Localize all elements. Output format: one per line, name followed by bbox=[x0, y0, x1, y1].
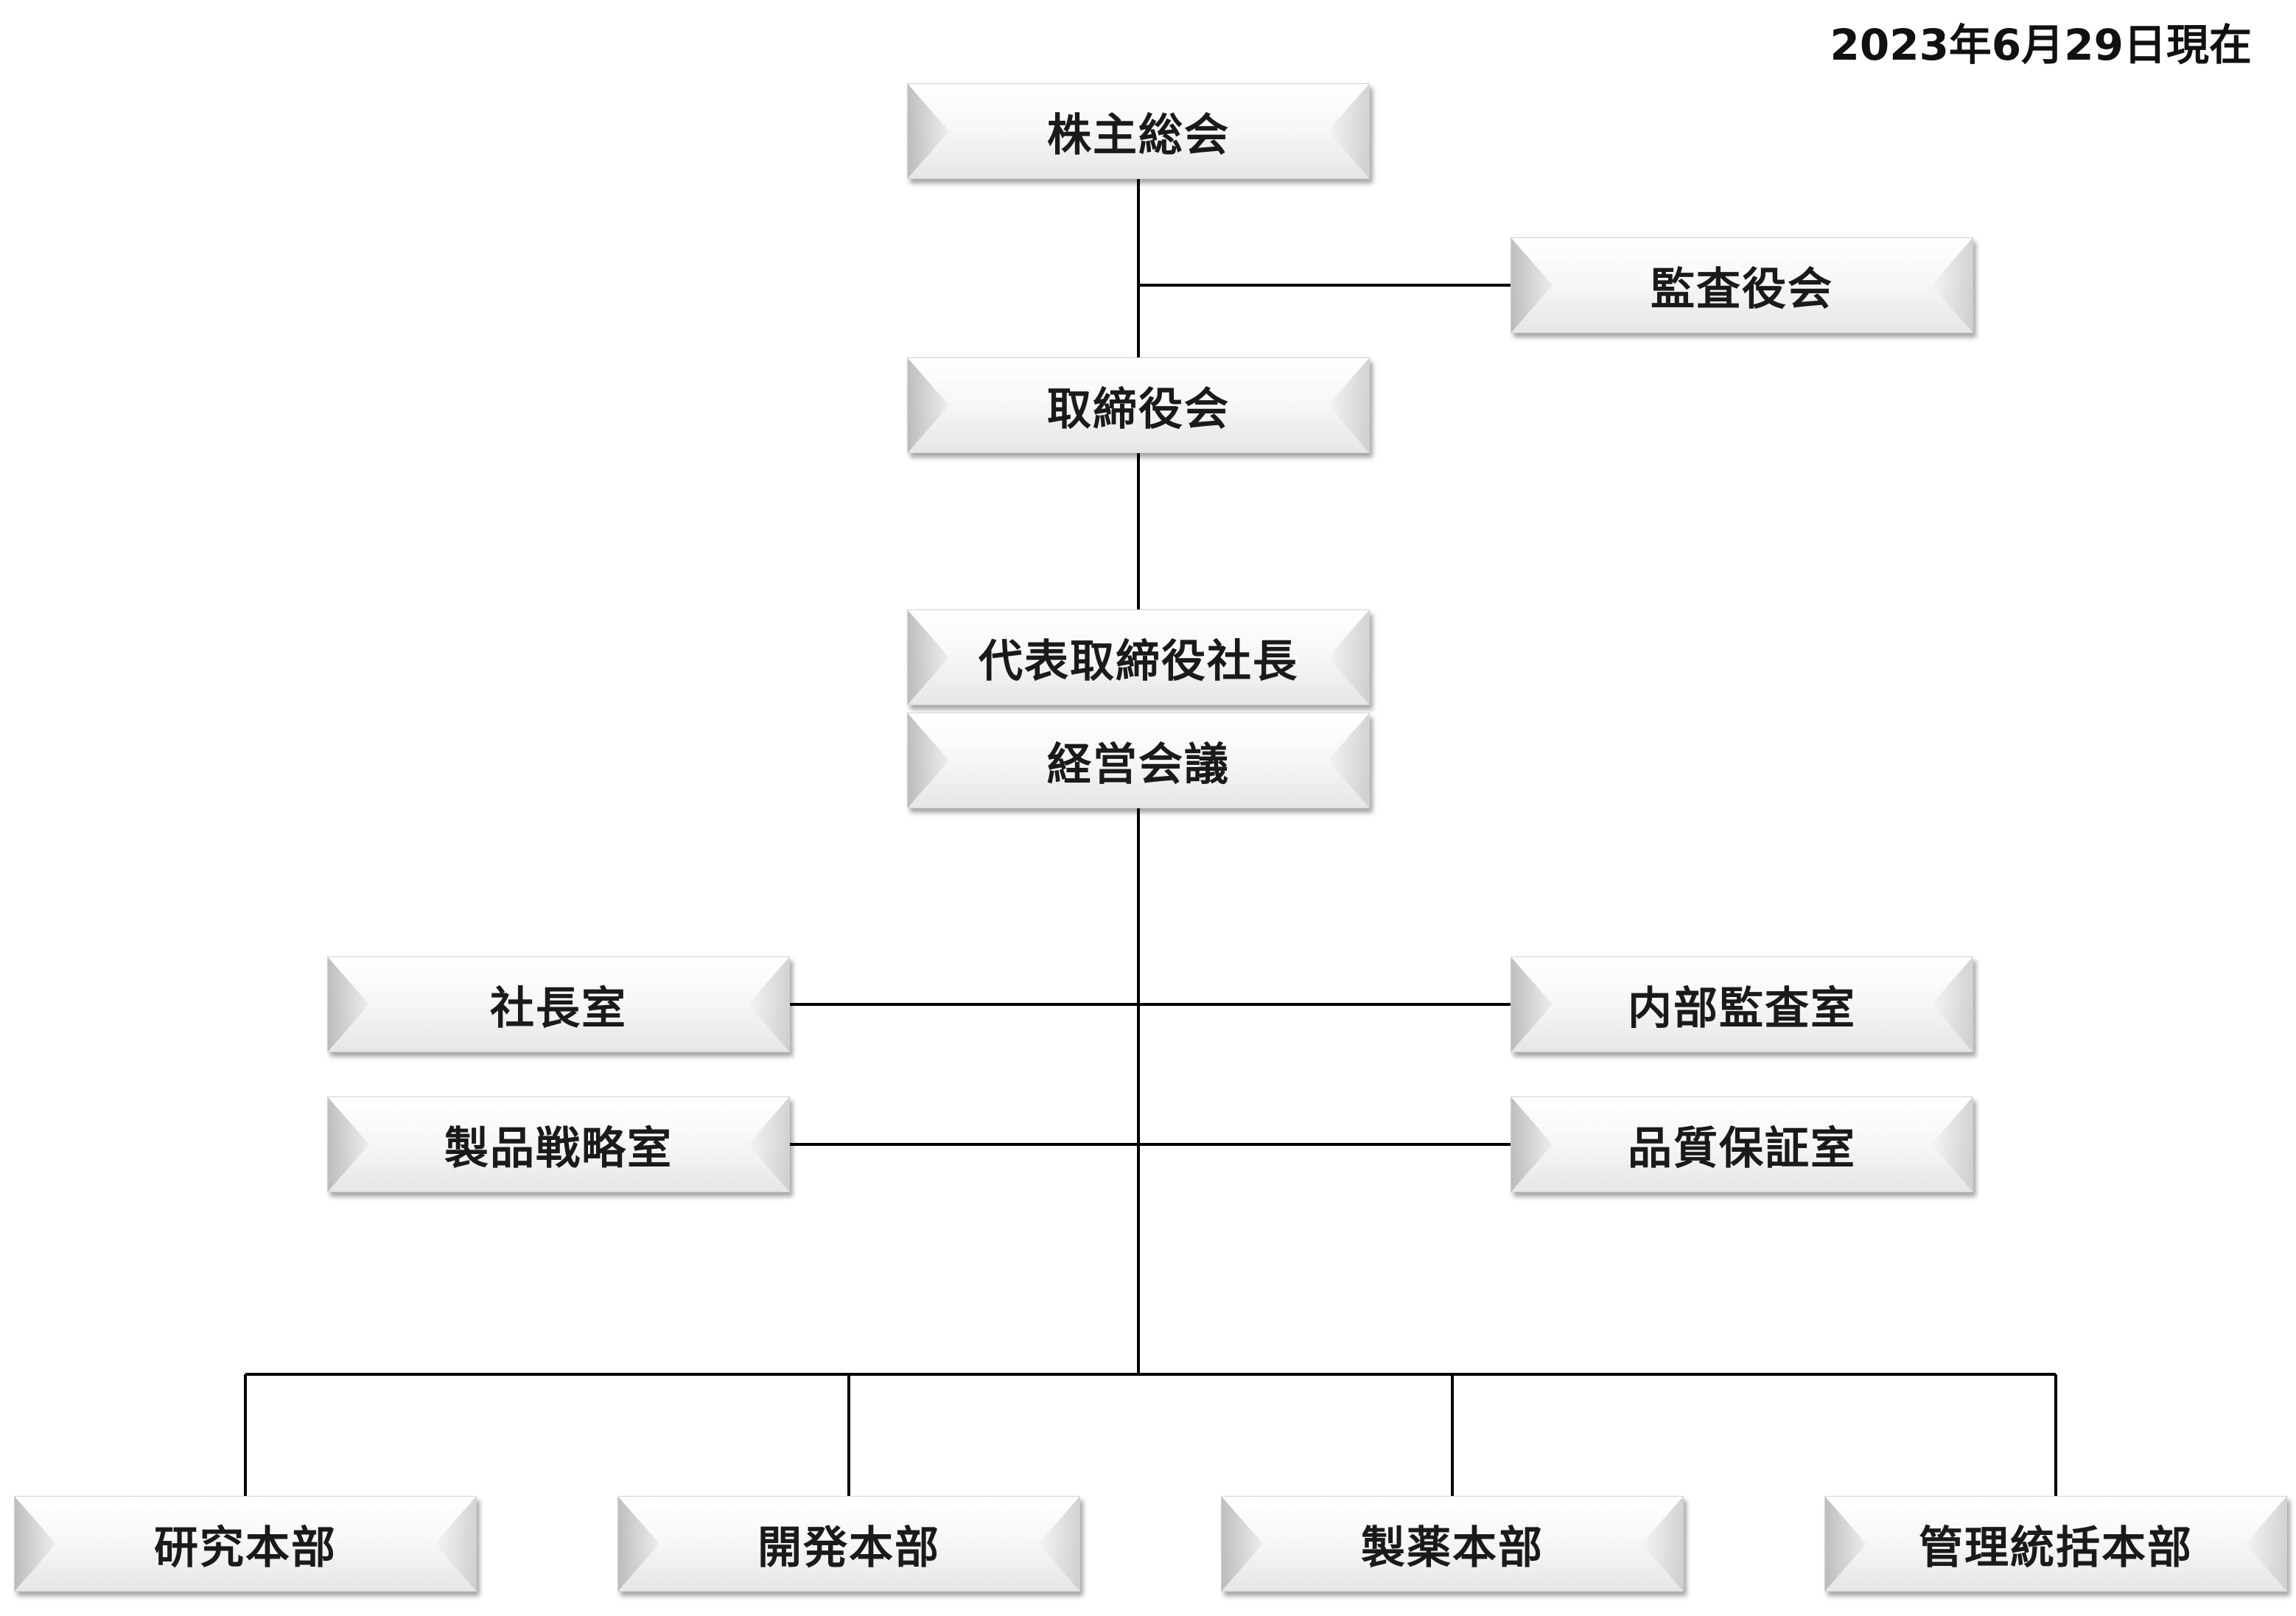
node-development-division: 開発本部 bbox=[617, 1496, 1080, 1592]
node-president-office: 社長室 bbox=[327, 956, 790, 1052]
node-label: 開発本部 bbox=[757, 1522, 940, 1574]
node-label: 管理統括本部 bbox=[1919, 1522, 2193, 1574]
node-shareholders-meeting: 株主総会 bbox=[907, 83, 1370, 179]
node-label: 代表取締役社長 bbox=[979, 635, 1298, 688]
node-label: 製薬本部 bbox=[1361, 1522, 1544, 1574]
node-label: 品質保証室 bbox=[1628, 1122, 1856, 1175]
node-administration-division: 管理統括本部 bbox=[1824, 1496, 2287, 1592]
node-label: 経営会議 bbox=[1047, 738, 1230, 791]
node-label: 研究本部 bbox=[154, 1522, 337, 1574]
node-label: 株主総会 bbox=[1047, 109, 1230, 161]
node-label: 監査役会 bbox=[1651, 263, 1833, 315]
node-product-strategy-office: 製品戦略室 bbox=[327, 1096, 790, 1192]
node-research-division: 研究本部 bbox=[14, 1496, 477, 1592]
node-board-of-directors: 取締役会 bbox=[907, 357, 1370, 453]
node-management-meeting: 経営会議 bbox=[907, 713, 1370, 808]
node-label: 内部監査室 bbox=[1628, 982, 1856, 1035]
as-of-date: 2023年6月29日現在 bbox=[1830, 20, 2253, 70]
node-label: 社長室 bbox=[490, 982, 627, 1035]
node-pharma-manufacturing-division: 製薬本部 bbox=[1221, 1496, 1684, 1592]
node-label: 製品戦略室 bbox=[444, 1122, 673, 1175]
node-audit-board: 監査役会 bbox=[1511, 237, 1973, 333]
node-label: 取締役会 bbox=[1047, 383, 1230, 436]
node-internal-audit-office: 内部監査室 bbox=[1511, 956, 1973, 1052]
node-president: 代表取締役社長 bbox=[907, 609, 1370, 705]
node-quality-assurance-office: 品質保証室 bbox=[1511, 1096, 1973, 1192]
